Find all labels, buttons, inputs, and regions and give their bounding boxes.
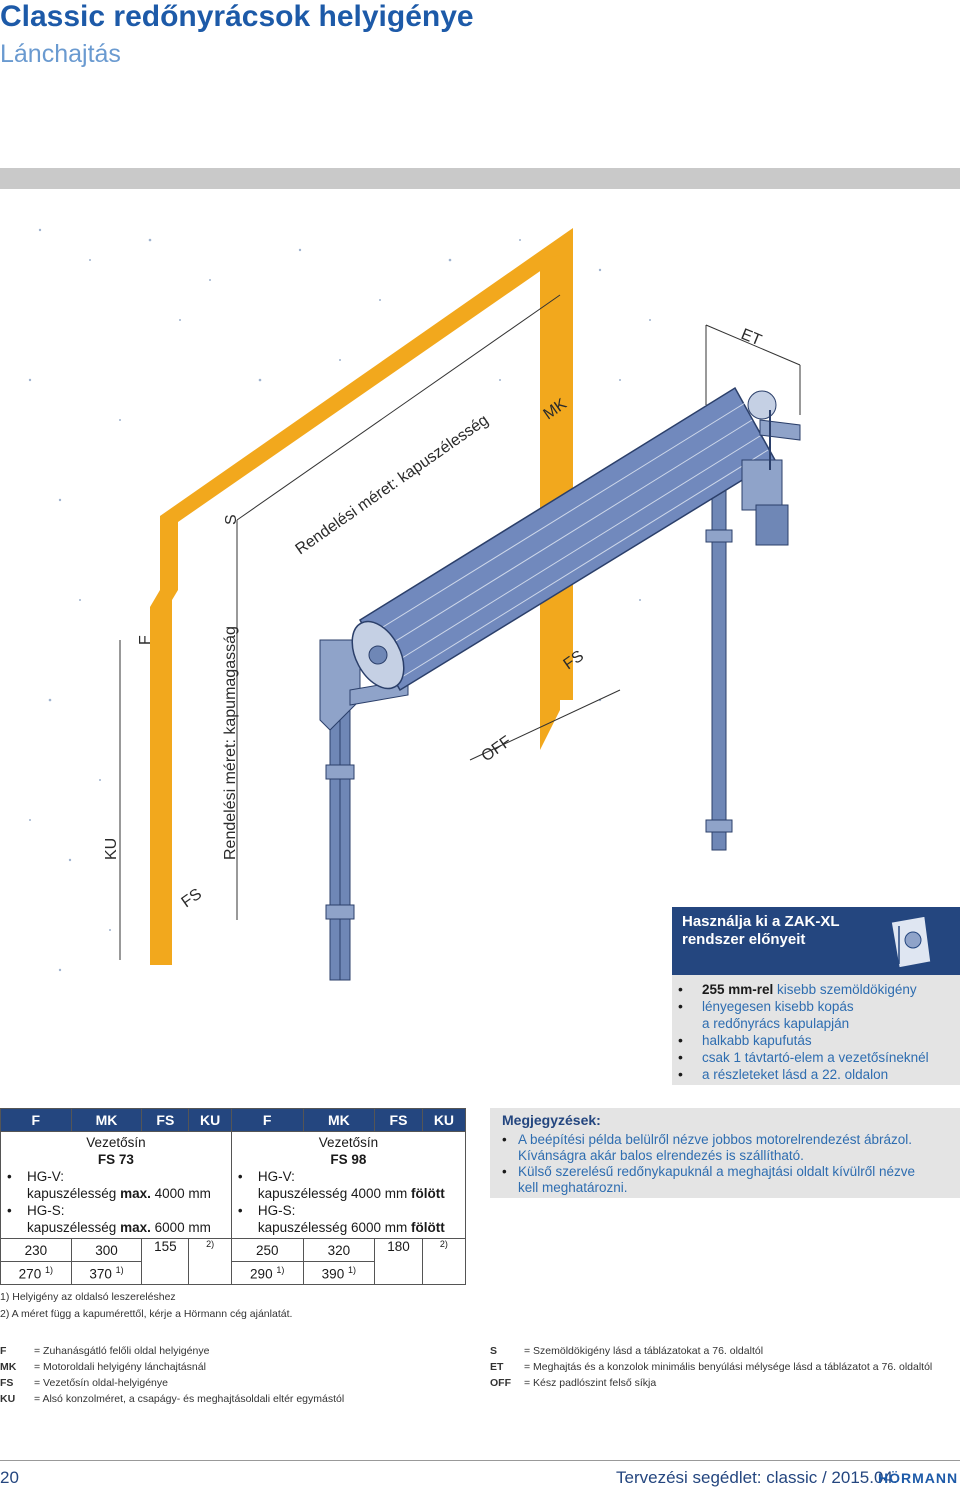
right-guide-rail <box>705 449 733 851</box>
label-et: ET <box>739 326 765 350</box>
note-item: Külső szerelésű redőnykapuknál a meghajt… <box>502 1164 957 1196</box>
footer-rule <box>0 1460 960 1461</box>
footnote-1: 1) Helyigény az oldalsó leszereléshez <box>0 1291 176 1303</box>
advantage-item: lényegesen kisebb kopás <box>678 998 960 1015</box>
advantage-item: halkabb kapufutás <box>678 1032 960 1049</box>
document-title: Tervezési segédlet: classic / 2015.04. <box>616 1468 898 1487</box>
space-requirements-table: F MK FS KU F MK FS KU Vezetősín FS 73 HG… <box>0 1108 467 1285</box>
label-s: S <box>223 514 240 525</box>
advantage-item: 255 mm-rel kisebb szemöldökigény <box>678 981 960 998</box>
notes-title: Megjegyzések: <box>502 1112 601 1128</box>
advantages-list: 255 mm-rel kisebb szemöldökigény lényege… <box>672 975 960 1085</box>
advantage-item: a részleteket lásd a 22. oldalon <box>678 1066 960 1083</box>
label-ku: KU <box>103 838 120 860</box>
advantage-item: csak 1 távtartó-elem a vezetősíneknél <box>678 1049 960 1066</box>
label-off: OFF <box>479 733 515 765</box>
config-fs98: Vezetősín FS 98 HG-V: kapuszélesség 4000… <box>230 1131 467 1239</box>
advantages-title: Használja ki a ZAK-XL rendszer előnyeit <box>682 913 840 948</box>
legend-left: F= Zuhanásgátló felőli oldal helyigénye … <box>0 1345 345 1405</box>
page-number: 20 <box>0 1468 19 1487</box>
footnote-2: 2) A méret függ a kapumérettől, kérje a … <box>0 1308 293 1320</box>
page-subtitle: Lánchajtás <box>0 40 121 68</box>
bracket-icon <box>890 915 932 969</box>
page-title: Classic redőnyrácsok helyigénye <box>0 0 474 33</box>
table-row: 270 1) 370 1) 290 1) 390 1) <box>0 1261 466 1285</box>
legend-right: S= Szemöldökigény lásd a táblázatokat a … <box>490 1345 933 1389</box>
header-rule <box>0 168 960 189</box>
table-config-row: Vezetősín FS 73 HG-V: kapuszélesség max.… <box>0 1131 467 1239</box>
notes-list: A beépítési példa belülről nézve jobbos … <box>502 1132 957 1196</box>
advantage-item-cont: a redőnyrács kapulapján <box>702 1016 850 1031</box>
config-fs73: Vezetősín FS 73 HG-V: kapuszélesség max.… <box>0 1131 232 1239</box>
label-order-width: Rendelési méret: kapuszélesség <box>293 412 492 559</box>
roller-shutter-roll <box>351 386 777 692</box>
brand-logo: HÖRMANN <box>878 1470 959 1486</box>
label-order-height: Rendelési méret: kapumagasság <box>222 626 239 860</box>
label-f: F <box>137 635 154 645</box>
note-item: A beépítési példa belülről nézve jobbos … <box>502 1132 957 1164</box>
label-fs-left: FS <box>179 886 206 912</box>
left-guide-rail <box>319 639 409 981</box>
table-header-row: F MK FS KU F MK FS KU <box>0 1108 467 1132</box>
table-row: 230 300 155 2) 250 320 180 2) <box>0 1238 467 1285</box>
chain-drive-motor <box>741 390 801 546</box>
door-installation-illustration: ET MK S Rendelési méret: kapuszélesség R… <box>28 228 801 981</box>
